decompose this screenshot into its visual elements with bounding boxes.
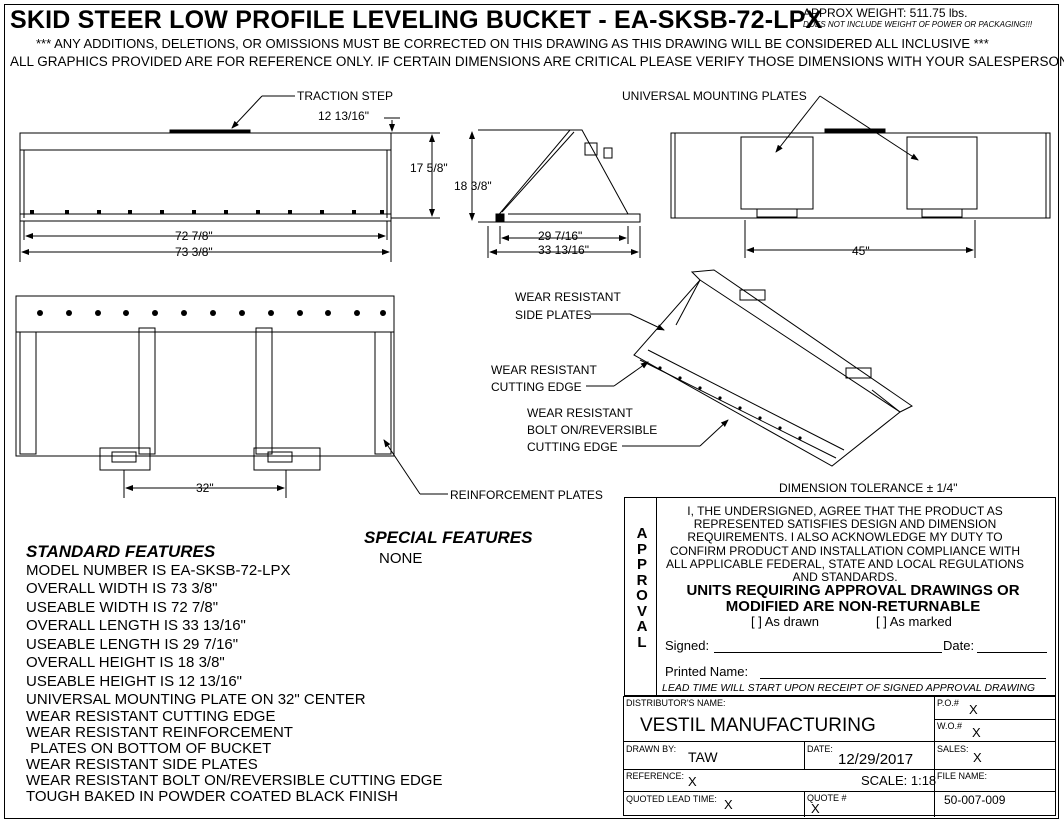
isometric-view bbox=[586, 269, 913, 467]
date-field[interactable] bbox=[977, 652, 1047, 653]
label-universal-mounting-plates: UNIVERSAL MOUNTING PLATES bbox=[622, 89, 807, 103]
standard-feature-item: WEAR RESISTANT CUTTING EDGE bbox=[26, 708, 276, 725]
standard-feature-item: USEABLE LENGTH IS 29 7/16" bbox=[26, 636, 239, 653]
standard-feature-item: OVERALL HEIGHT IS 18 3/8" bbox=[26, 654, 225, 671]
quote-label: QUOTE # bbox=[807, 793, 847, 803]
as-marked-checkbox[interactable]: [ ] As marked bbox=[876, 614, 952, 629]
drawing-scale: SCALE: 1:18 bbox=[861, 773, 937, 788]
side-view bbox=[469, 129, 641, 258]
special-feature-item: NONE bbox=[379, 550, 423, 567]
sales-label: SALES: bbox=[937, 744, 969, 754]
dimension-tolerance: DIMENSION TOLERANCE ± 1/4" bbox=[779, 481, 958, 495]
standard-feature-item: USEABLE WIDTH IS 72 7/8" bbox=[26, 599, 219, 616]
standard-feature-item: OVERALL LENGTH IS 33 13/16" bbox=[26, 617, 246, 634]
notice-line-1: *** ANY ADDITIONS, DELETIONS, OR OMISSIO… bbox=[36, 36, 989, 51]
label-cutting-edge-1: WEAR RESISTANT bbox=[491, 363, 597, 377]
quoted-lead-time-value: X bbox=[724, 797, 733, 812]
label-bolt-on-3: CUTTING EDGE bbox=[527, 440, 618, 454]
label-side-plates-1: WEAR RESISTANT bbox=[515, 290, 621, 304]
standard-feature-item: PLATES ON BOTTOM OF BUCKET bbox=[26, 740, 272, 757]
approval-letter: L bbox=[637, 633, 647, 651]
quoted-lead-time-label: QUOTED LEAD TIME: bbox=[626, 794, 717, 804]
drawing-date: 12/29/2017 bbox=[838, 751, 914, 768]
po-label: P.O.# bbox=[937, 698, 959, 708]
dim-useable-length: 29 7/16" bbox=[538, 229, 582, 243]
signature-field[interactable] bbox=[714, 652, 942, 653]
label-reinforcement-plates: REINFORCEMENT PLATES bbox=[450, 488, 603, 502]
label-bolt-on-2: BOLT ON/REVERSIBLE bbox=[527, 423, 657, 437]
approval-warning-2: MODIFIED ARE NON-RETURNABLE bbox=[725, 598, 981, 615]
wo-label: W.O.# bbox=[937, 721, 963, 731]
standard-feature-item: TOUGH BAKED IN POWDER COATED BLACK FINIS… bbox=[26, 788, 398, 805]
standard-feature-item: WEAR RESISTANT REINFORCEMENT bbox=[26, 724, 293, 741]
sales-value: X bbox=[973, 750, 982, 765]
wo-value: X bbox=[972, 725, 981, 740]
special-features-heading: SPECIAL FEATURES bbox=[364, 528, 533, 547]
quote-value: X bbox=[811, 801, 820, 816]
front-view bbox=[19, 95, 440, 262]
dim-overall-length: 33 13/16" bbox=[538, 243, 589, 257]
dim-front-height: 17 5/8" bbox=[410, 161, 448, 175]
approval-divider bbox=[656, 497, 657, 696]
approval-agreement: I, THE UNDERSIGNED, AGREE THAT THE PRODU… bbox=[666, 504, 1024, 585]
standard-feature-item: WEAR RESISTANT SIDE PLATES bbox=[26, 756, 258, 773]
date-label-tb: DATE: bbox=[807, 744, 833, 754]
standard-features-heading: STANDARD FEATURES bbox=[26, 542, 216, 561]
standard-feature-item: OVERALL WIDTH IS 73 3/8" bbox=[26, 580, 218, 597]
file-name-label: FILE NAME: bbox=[937, 771, 988, 781]
date-label: Date: bbox=[943, 638, 975, 653]
file-name-value: 50-007-009 bbox=[944, 793, 1006, 807]
approval-letter: A bbox=[636, 618, 648, 635]
dim-useable-width: 72 7/8" bbox=[175, 229, 213, 243]
rear-view bbox=[670, 95, 1051, 258]
drawing-frame bbox=[4, 4, 1059, 819]
dim-plate-center: 32" bbox=[196, 481, 214, 495]
drawn-by-label: DRAWN BY: bbox=[626, 744, 677, 754]
notice-line-2: ALL GRAPHICS PROVIDED ARE FOR REFERENCE … bbox=[10, 54, 1064, 69]
standard-feature-item: MODEL NUMBER IS EA-SKSB-72-LPX bbox=[26, 562, 291, 579]
standard-feature-item: UNIVERSAL MOUNTING PLATE ON 32" CENTER bbox=[26, 691, 366, 708]
distributor-label: DISTRIBUTOR'S NAME: bbox=[626, 698, 726, 708]
weight-note: DOES NOT INCLUDE WEIGHT OF POWER OR PACK… bbox=[803, 20, 1033, 29]
label-bolt-on-1: WEAR RESISTANT bbox=[527, 406, 633, 420]
printed-name-field[interactable] bbox=[760, 678, 1046, 679]
dim-useable-height: 12 13/16" bbox=[318, 109, 369, 123]
approval-box bbox=[624, 497, 1056, 696]
standard-feature-item: USEABLE HEIGHT IS 12 13/16" bbox=[26, 673, 242, 690]
bottom-view bbox=[15, 295, 448, 498]
standard-feature-item: WEAR RESISTANT BOLT ON/REVERSIBLE CUTTIN… bbox=[26, 772, 443, 789]
label-side-plates-2: SIDE PLATES bbox=[515, 308, 591, 322]
approval-warning-1: UNITS REQUIRING APPROVAL DRAWINGS OR bbox=[686, 582, 1020, 599]
approval-letter: V bbox=[636, 602, 647, 620]
approval-letter: O bbox=[636, 587, 648, 604]
po-value: X bbox=[969, 702, 978, 717]
approval-letter: R bbox=[636, 571, 648, 589]
label-traction-step: TRACTION STEP bbox=[297, 89, 393, 103]
approval-letter: P bbox=[636, 540, 647, 558]
approval-letter: A bbox=[636, 525, 648, 542]
printed-name-label: Printed Name: bbox=[665, 664, 749, 679]
dim-overall-width: 73 3/8" bbox=[175, 245, 213, 259]
lead-time-note: LEAD TIME WILL START UPON RECEIPT OF SIG… bbox=[662, 682, 1036, 694]
drawn-by-value: TAW bbox=[688, 749, 718, 765]
reference-label: REFERENCE: bbox=[626, 771, 685, 781]
as-drawn-checkbox[interactable]: [ ] As drawn bbox=[751, 614, 819, 629]
label-cutting-edge-2: CUTTING EDGE bbox=[491, 380, 582, 394]
dim-plate-spacing: 45" bbox=[852, 244, 870, 258]
reference-value: X bbox=[688, 774, 697, 789]
signed-label: Signed: bbox=[665, 638, 710, 653]
title-block: DISTRIBUTOR'S NAME: VESTIL MANUFACTURING… bbox=[623, 696, 1056, 817]
approval-letter: P bbox=[636, 556, 647, 573]
approval-vertical-label: A P P R O V A L bbox=[632, 526, 652, 650]
distributor-name: VESTIL MANUFACTURING bbox=[640, 715, 876, 736]
approx-weight: APPROX WEIGHT: 511.75 lbs. bbox=[803, 6, 968, 20]
dim-overall-height: 18 3/8" bbox=[454, 179, 492, 193]
drawing-title: SKID STEER LOW PROFILE LEVELING BUCKET -… bbox=[10, 6, 823, 34]
